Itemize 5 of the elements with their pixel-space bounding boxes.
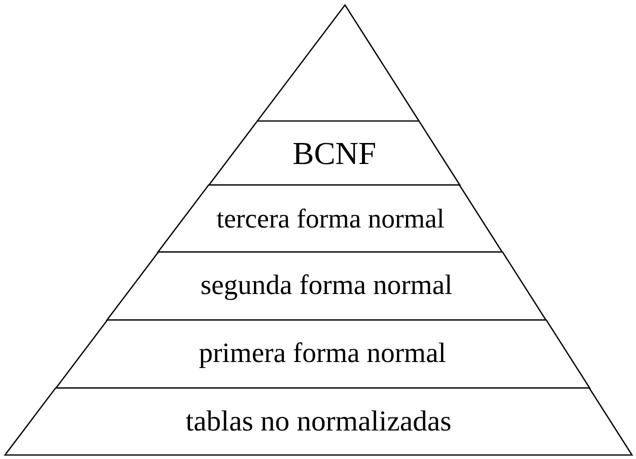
level-label: primera forma normal: [198, 340, 448, 368]
level-label: tercera forma normal: [216, 205, 446, 232]
level-label: tablas no normalizadas: [184, 407, 452, 436]
level-label: BCNF: [292, 137, 378, 169]
level-label: segunda forma normal: [199, 272, 454, 300]
